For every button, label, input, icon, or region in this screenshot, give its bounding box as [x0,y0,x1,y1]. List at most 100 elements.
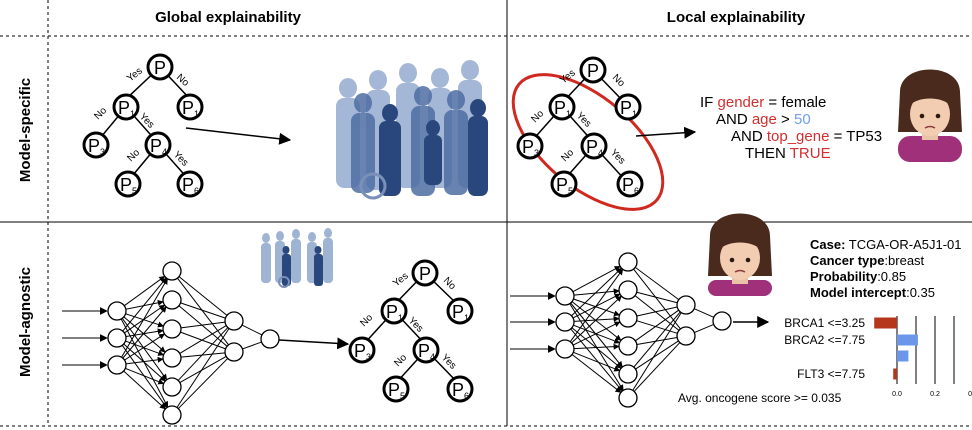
svg-text:AND top_gene = TP53: AND top_gene = TP53 [731,128,882,145]
network-connection [573,351,621,372]
axis-tick-label: 0.0 [892,391,902,398]
edge-label-no: No [610,72,627,89]
network-node [712,311,732,331]
oncogene-score-label: Avg. oncogene score >= 0.035 [678,391,842,405]
network-connection [180,352,226,358]
network-connection [123,316,166,353]
network-connection [180,302,226,319]
svg-text:6: 6 [194,186,199,196]
network-connection [635,340,679,370]
svg-text:P: P [354,341,366,361]
edge-label-no: No [529,108,546,125]
network-connection [570,302,623,368]
edge-label-yes: Yes [391,271,411,290]
feature-bar [874,317,897,329]
network-connection [242,341,262,350]
local-rule-text: IF gender = female AND age > 50 AND top_… [700,94,882,162]
svg-text:P: P [388,380,400,400]
network-connection [123,370,166,410]
network-connection [573,343,620,350]
network-connection [124,304,166,334]
edge-label-no: No [174,72,191,89]
network-connection [634,266,680,301]
network-connection [125,367,165,385]
svg-text:5: 5 [400,391,405,401]
edge-label-no: No [358,312,375,329]
network-connection [121,317,168,381]
network-node [555,339,575,359]
network-node [618,388,638,408]
feature-bar [893,368,897,380]
network-connection [177,327,229,381]
network-node [162,377,182,397]
network-node [618,364,638,384]
arrow-to-population [185,127,292,145]
network-node [618,280,638,300]
network-node [224,311,244,331]
network-connection [125,328,164,338]
header-global: Global explainability [155,9,302,26]
svg-text:5: 5 [568,186,573,196]
network-node [162,261,182,281]
svg-text:1: 1 [632,109,637,119]
svg-text:IF gender = female: IF gender = female [700,94,826,111]
network-connection [570,328,623,392]
edge-label-yes: Yes [137,111,156,130]
network-node [107,355,127,375]
svg-text:P: P [182,98,194,118]
svg-text:3: 3 [366,352,371,362]
svg-text:P: P [154,58,166,78]
feature-label: BRCA1 <=3.25 [784,316,865,330]
svg-text:3: 3 [100,147,105,157]
network-connection [636,291,678,304]
svg-text:P: P [620,98,632,118]
network-node [162,348,182,368]
network-connection [571,354,622,393]
svg-text:P: P [452,380,464,400]
network-connection [571,267,622,317]
network-connection [636,320,678,334]
network-connection [633,342,681,392]
case-info-panel: Case: TCGA-OR-A5J1-01 Cancer type:breast… [810,237,962,300]
network-connection [241,324,263,336]
svg-text:1: 1 [398,313,403,323]
svg-text:THEN TRUE: THEN TRUE [745,145,831,162]
svg-text:4: 4 [162,147,167,157]
svg-text:P: P [556,175,568,195]
svg-text:Cancer type:breast: Cancer type:breast [810,253,925,268]
neural-network-local [510,252,732,408]
svg-text:P: P [452,302,464,322]
svg-text:Case: TCGA-OR-A5J1-01: Case: TCGA-OR-A5J1-01 [810,237,962,252]
network-node [162,405,182,425]
network-node [618,252,638,272]
network-connection [632,312,682,391]
edge-label-yes: Yes [439,352,458,371]
edge-label-no: No [559,147,576,164]
network-connection [176,328,230,408]
svg-text:P: P [120,175,132,195]
network-connection [125,356,164,365]
svg-text:P: P [418,341,430,361]
svg-text:1: 1 [464,313,469,323]
network-connection [694,308,714,318]
svg-text:P: P [419,264,431,284]
svg-text:Model intercept:0.35: Model intercept:0.35 [810,285,935,300]
network-connection [180,321,226,329]
svg-text:P: P [522,137,534,157]
network-connection [573,298,621,317]
